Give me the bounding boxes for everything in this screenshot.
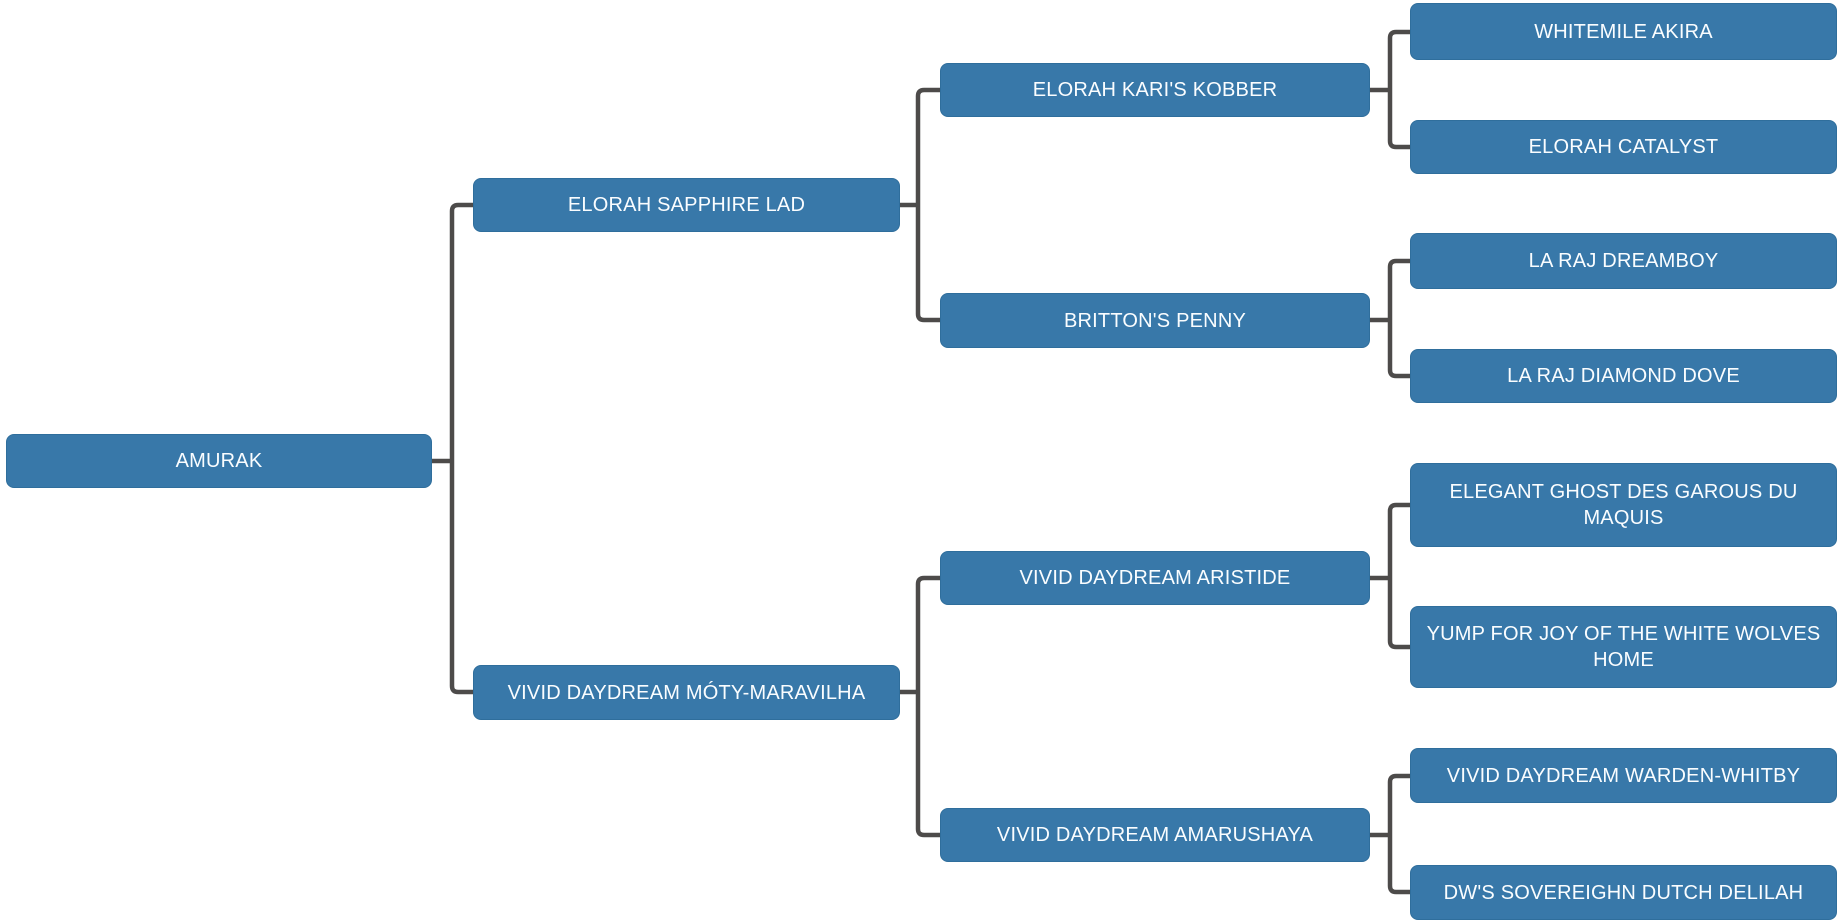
node-label: LA RAJ DREAMBOY bbox=[1528, 250, 1719, 272]
pedigree-node-yump-for-joy-of-the-white-wolves-home[interactable]: YUMP FOR JOY OF THE WHITE WOLVES HOME bbox=[1410, 606, 1837, 688]
connector-aristide-bracket bbox=[1387, 502, 1410, 650]
node-label: VIVID DAYDREAM WARDEN-WHITBY bbox=[1446, 764, 1801, 787]
node-label: LA RAJ DIAMOND DOVE bbox=[1507, 365, 1740, 387]
pedigree-node-la-raj-diamond-dove[interactable]: LA RAJ DIAMOND DOVE bbox=[1410, 349, 1837, 403]
pedigree-node-dws-sovereighn-dutch-delilah[interactable]: DW'S SOVEREIGHN DUTCH DELILAH bbox=[1410, 865, 1837, 920]
pedigree-node-la-raj-dreamboy[interactable]: LA RAJ DREAMBOY bbox=[1410, 233, 1837, 289]
pedigree-node-whitemile-akira[interactable]: WHITEMILE AKIRA bbox=[1410, 3, 1837, 60]
node-label: ELORAH CATALYST bbox=[1528, 136, 1719, 158]
connector-penny-bracket bbox=[1387, 258, 1410, 379]
pedigree-node-vivid-daydream-moty-maravilha[interactable]: VIVID DAYDREAM MÓTY-MARAVILHA bbox=[473, 665, 900, 720]
connector-amarushaya-bracket bbox=[1387, 773, 1410, 895]
node-label: WHITEMILE AKIRA bbox=[1534, 20, 1713, 43]
connector-kobber-bracket bbox=[1387, 29, 1410, 150]
connector-root-bracket bbox=[449, 202, 473, 695]
pedigree-node-vivid-daydream-amarushaya[interactable]: VIVID DAYDREAM AMARUSHAYA bbox=[940, 808, 1370, 862]
pedigree-node-vivid-daydream-warden-whitby[interactable]: VIVID DAYDREAM WARDEN-WHITBY bbox=[1410, 748, 1837, 803]
pedigree-node-brittons-penny[interactable]: BRITTON'S PENNY bbox=[940, 293, 1370, 348]
node-label: AMURAK bbox=[175, 450, 263, 472]
pedigree-node-vivid-daydream-aristide[interactable]: VIVID DAYDREAM ARISTIDE bbox=[940, 551, 1370, 605]
node-label: ELORAH SAPPHIRE LAD bbox=[567, 194, 806, 216]
pedigree-node-elegant-ghost-des-garous-du-maquis[interactable]: ELEGANT GHOST DES GAROUS DU MAQUIS bbox=[1410, 463, 1837, 547]
connector-sire-bracket bbox=[915, 87, 940, 323]
connector-dam-bracket bbox=[915, 575, 940, 838]
pedigree-node-amurak[interactable]: AMURAK bbox=[6, 434, 432, 488]
node-label: VIVID DAYDREAM AMARUSHAYA bbox=[996, 824, 1314, 846]
node-label: ELORAH KARI'S KOBBER bbox=[1032, 79, 1278, 101]
node-label: VIVID DAYDREAM ARISTIDE bbox=[1019, 567, 1291, 589]
node-label: ELEGANT GHOST DES GAROUS DU MAQUIS bbox=[1449, 481, 1798, 529]
pedigree-node-elorah-karis-kobber[interactable]: ELORAH KARI'S KOBBER bbox=[940, 63, 1370, 117]
pedigree-node-elorah-catalyst[interactable]: ELORAH CATALYST bbox=[1410, 120, 1837, 174]
pedigree-node-elorah-sapphire-lad[interactable]: ELORAH SAPPHIRE LAD bbox=[473, 178, 900, 232]
node-label: VIVID DAYDREAM MÓTY-MARAVILHA bbox=[507, 681, 866, 704]
node-label: BRITTON'S PENNY bbox=[1063, 309, 1247, 332]
node-label: YUMP FOR JOY OF THE WHITE WOLVES HOME bbox=[1426, 623, 1821, 671]
node-label: DW'S SOVEREIGHN DUTCH DELILAH bbox=[1443, 881, 1804, 904]
